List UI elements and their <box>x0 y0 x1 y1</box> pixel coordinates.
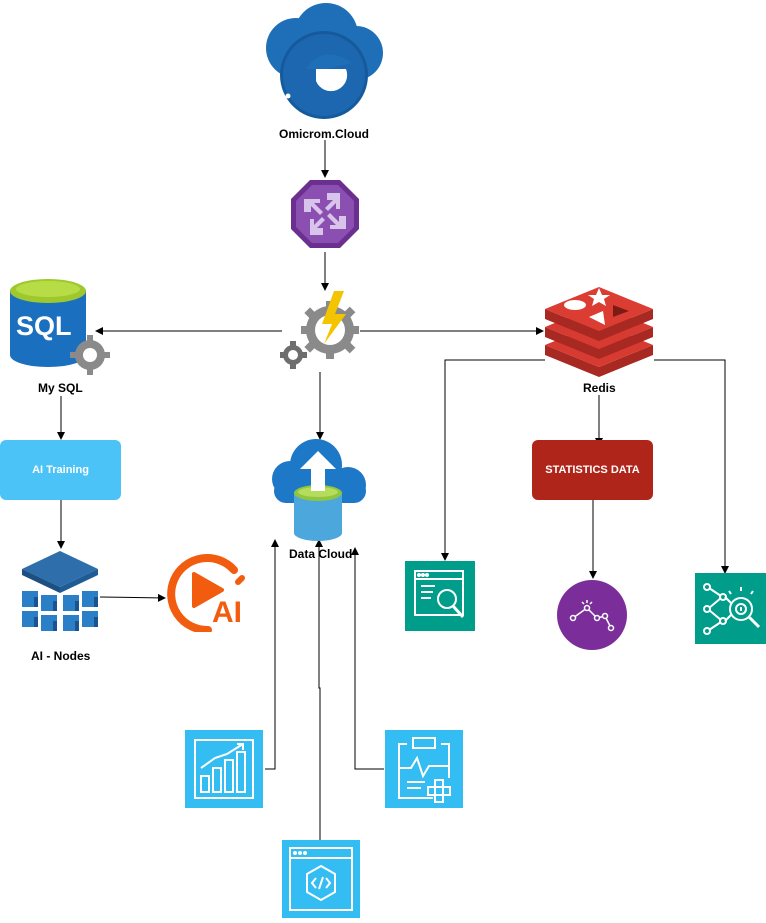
search-page-node[interactable] <box>405 561 475 631</box>
mysql-label: My SQL <box>38 381 83 395</box>
omicrom-label: Omicrom.Cloud <box>279 127 370 141</box>
graph-analytics-icon <box>557 580 627 650</box>
bar-chart-icon <box>194 739 254 799</box>
ai-nodes-label: AI - Nodes <box>31 649 91 663</box>
ai-nodes-node[interactable] <box>20 549 100 641</box>
analytics-chart-node[interactable] <box>185 730 263 808</box>
redis-label: Redis <box>583 381 616 395</box>
arrow-code-to-datacloud <box>315 539 323 840</box>
ai-logo-text: AI <box>212 596 242 629</box>
ai-play-logo-icon <box>167 554 245 635</box>
function-node[interactable] <box>279 288 364 372</box>
router-icon <box>291 180 359 248</box>
mysql-node[interactable]: SQL <box>10 277 112 377</box>
arrow-analytics-to-datacloud <box>265 539 279 770</box>
arrow-redis-to-ai-inspect <box>654 359 729 574</box>
arrow-report-to-datacloud <box>351 547 384 770</box>
function-gear-bolt-icon <box>279 291 359 369</box>
cloud-upload-database-icon <box>272 439 366 541</box>
medical-report-node[interactable] <box>385 730 463 808</box>
page-search-icon <box>414 570 465 619</box>
sql-icon-text: SQL <box>16 311 72 341</box>
router-node[interactable] <box>290 179 360 249</box>
ai-play-logo[interactable]: AI <box>164 548 248 635</box>
ai-inspect-node[interactable] <box>695 573 766 644</box>
code-page-icon <box>289 847 353 911</box>
statistics-data-box[interactable]: STATISTICS DATA <box>532 440 653 500</box>
omicrom-cloud-node[interactable] <box>266 3 384 121</box>
data-cloud-node[interactable] <box>268 439 372 543</box>
arrow-redis-to-search <box>441 359 545 561</box>
ai-training-box[interactable]: AI Training <box>0 440 121 500</box>
redis-icon <box>545 287 653 377</box>
neural-network-search-icon <box>703 583 761 635</box>
sql-database-icon <box>10 279 110 375</box>
azure-cloud-icon <box>266 3 383 119</box>
redis-node[interactable] <box>543 285 655 377</box>
clipboard-report-icon <box>398 737 451 803</box>
ai-nodes-icon <box>22 551 98 631</box>
code-page-node[interactable] <box>282 840 360 918</box>
graph-analytics-node[interactable] <box>557 580 627 650</box>
arrow-ainodes-to-ailogo <box>99 593 166 602</box>
data-cloud-label: Data Cloud <box>289 547 353 561</box>
